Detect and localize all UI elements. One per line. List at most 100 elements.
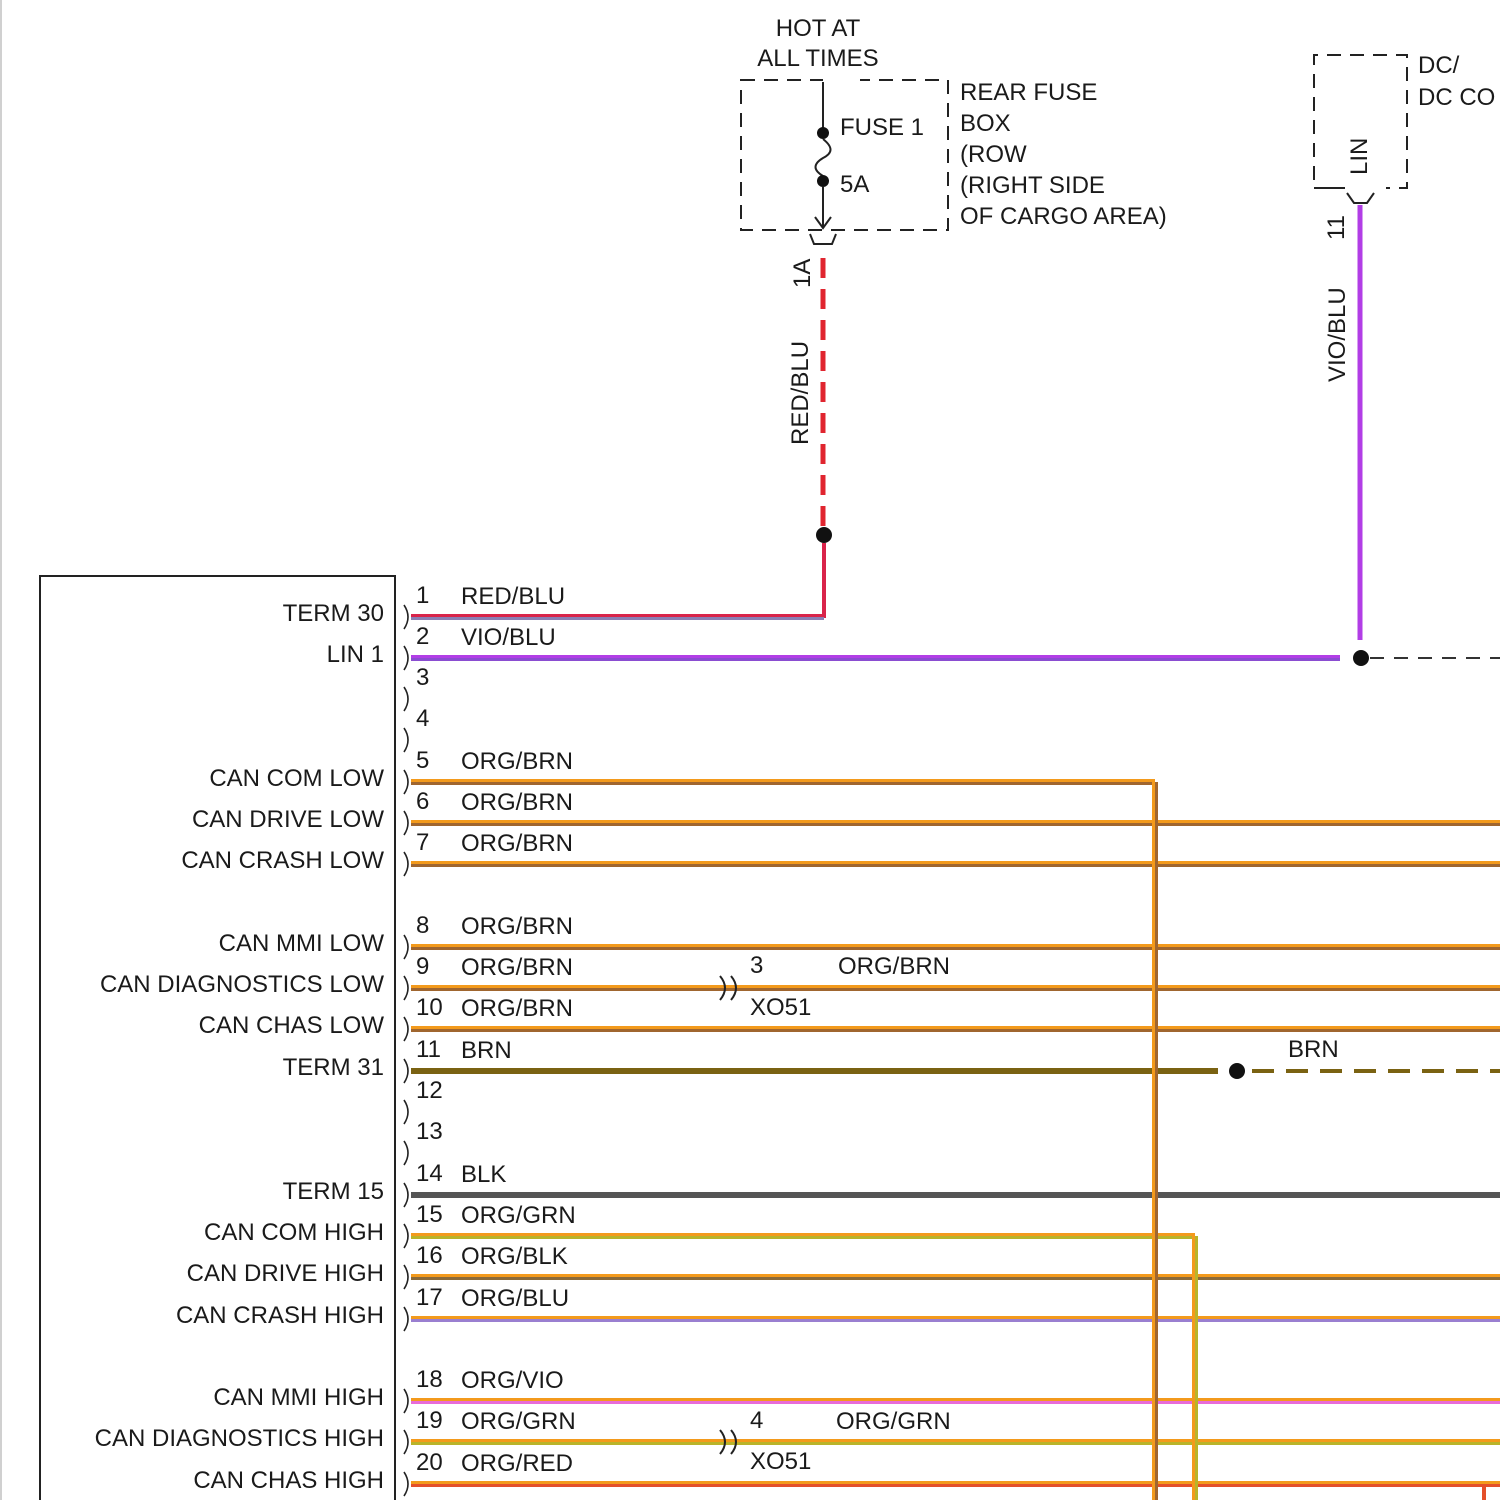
fuse-terminal-label: 1A: [789, 259, 816, 288]
pin-group: 1TERM 30RED/BLU2LIN 1VIO/BLU345CAN COM L…: [95, 582, 576, 1496]
pin-5-number: 5: [416, 747, 429, 774]
fuse-box-label-3: (ROW: [960, 141, 1027, 168]
dc-module-label-2: DC CO: [1418, 84, 1495, 111]
pin-14-wire-label: BLK: [461, 1161, 506, 1188]
pin-8-connector-icon: [404, 935, 408, 959]
pin-19-wire-label: ORG/GRN: [461, 1408, 576, 1435]
pin-2-connector-icon: [404, 646, 408, 670]
wire-group: [411, 543, 1500, 1500]
pin-20-number: 20: [416, 1449, 443, 1476]
pin-14-function-label: TERM 15: [283, 1178, 384, 1205]
pin-1-function-label: TERM 30: [283, 600, 384, 627]
fuse-box-outline: [741, 80, 948, 230]
pin-1-connector-icon: [404, 605, 408, 629]
pin-7-connector-icon: [404, 852, 408, 876]
fuse-name: FUSE 1: [840, 114, 924, 141]
pin-5-connector-icon: [404, 770, 408, 794]
fuse-connector-icon: [810, 234, 836, 244]
pin-7-wire-label: ORG/BRN: [461, 830, 573, 857]
pin-9-wire-label: ORG/BRN: [461, 954, 573, 981]
fuse-box-label-4: (RIGHT SIDE: [960, 172, 1105, 199]
dc-dc-module: DC/ DC CO LIN 11 VIO/BLU: [1314, 52, 1500, 666]
dc-lin-pin-label: LIN: [1346, 138, 1373, 175]
pin-11-function-label: TERM 31: [283, 1054, 384, 1081]
pin-8-function-label: CAN MMI LOW: [219, 930, 385, 957]
pin-19-function-label: CAN DIAGNOSTICS HIGH: [95, 1425, 384, 1452]
fuse-terminal-bottom: [817, 175, 829, 187]
pin-11-connector-icon: [404, 1059, 408, 1083]
ground-splice-wire-label: BRN: [1288, 1036, 1339, 1063]
pin-18-function-label: CAN MMI HIGH: [213, 1384, 384, 1411]
pin-9-connector-icon: [404, 976, 408, 1000]
pin-1-wire-label: RED/BLU: [461, 583, 565, 610]
pin-16-wire-label: ORG/BLK: [461, 1243, 568, 1270]
pin-6-function-label: CAN DRIVE LOW: [192, 806, 384, 833]
pin-10-connector-icon: [404, 1017, 408, 1041]
pin-7-function-label: CAN CRASH LOW: [181, 847, 384, 874]
pin-3-number: 3: [416, 664, 429, 691]
pin-17-wire-label: ORG/BLU: [461, 1285, 569, 1312]
xo51-low-name: XO51: [750, 994, 811, 1021]
pin-11-number: 11: [416, 1036, 441, 1063]
pin-6-wire-label: ORG/BRN: [461, 789, 573, 816]
pin-20-connector-icon: [404, 1472, 408, 1496]
pin-3-connector-icon: [404, 687, 408, 711]
pin-18-wire-label: ORG/VIO: [461, 1367, 564, 1394]
dc-wire-color-label: VIO/BLU: [1324, 287, 1351, 382]
pin-6-connector-icon: [404, 811, 408, 835]
dc-connector-icon: [1347, 193, 1374, 203]
pin-17-function-label: CAN CRASH HIGH: [176, 1302, 384, 1329]
pin-12-connector-icon: [404, 1100, 408, 1124]
lin-splice-dot: [1353, 650, 1369, 666]
pin-18-connector-icon: [404, 1389, 408, 1413]
ground-splice-dot: [1229, 1063, 1245, 1079]
fuse-wire-color-label: RED/BLU: [787, 341, 814, 445]
pin-15-number: 15: [416, 1201, 443, 1228]
pin-16-number: 16: [416, 1242, 443, 1269]
pin-1-number: 1: [416, 582, 429, 609]
pin-19-number: 19: [416, 1407, 443, 1434]
pin-14-number: 14: [416, 1160, 443, 1187]
pin-11-wire-label: BRN: [461, 1037, 512, 1064]
pin-17-number: 17: [416, 1284, 443, 1311]
fuse-box-label-2: BOX: [960, 110, 1011, 137]
pin-9-function-label: CAN DIAGNOSTICS LOW: [100, 971, 384, 998]
pin-18-number: 18: [416, 1366, 443, 1393]
pin-8-wire-label: ORG/BRN: [461, 913, 573, 940]
pin-2-function-label: LIN 1: [327, 641, 384, 668]
pin-2-number: 2: [416, 623, 429, 650]
fuse-box-label-1: REAR FUSE: [960, 79, 1097, 106]
rear-fuse-box: HOT AT ALL TIMES FUSE 1 5A REAR FUSE BOX…: [741, 15, 1167, 618]
pin-20-function-label: CAN CHAS HIGH: [193, 1467, 384, 1494]
pin-15-function-label: CAN COM HIGH: [204, 1219, 384, 1246]
pin-6-number: 6: [416, 788, 429, 815]
pin-4-connector-icon: [404, 728, 408, 752]
dc-module-label-1: DC/: [1418, 52, 1460, 79]
xo51-low-pin: 3: [750, 952, 763, 979]
pin-5-wire-label: ORG/BRN: [461, 748, 573, 775]
pin-16-function-label: CAN DRIVE HIGH: [187, 1260, 384, 1287]
pin-10-wire-label: ORG/BRN: [461, 995, 573, 1022]
fuse-box-label-5: OF CARGO AREA): [960, 203, 1167, 230]
pin-20-wire-label: ORG/RED: [461, 1450, 573, 1477]
pin-10-number: 10: [416, 994, 443, 1021]
pin-10-function-label: CAN CHAS LOW: [199, 1012, 385, 1039]
hot-at-all-times-line2: ALL TIMES: [757, 45, 878, 72]
pin-19-connector-icon: [404, 1430, 408, 1454]
fuse-rating: 5A: [840, 171, 869, 198]
pin-2-wire-label: VIO/BLU: [461, 624, 556, 651]
pin-14-connector-icon: [404, 1183, 408, 1207]
pin-7-number: 7: [416, 829, 429, 856]
fuse-wire-splice-dot: [816, 527, 832, 543]
pin-13-number: 13: [416, 1118, 443, 1145]
pin-12-number: 12: [416, 1077, 443, 1104]
pin-15-connector-icon: [404, 1224, 408, 1248]
xo51-high-pin: 4: [750, 1407, 763, 1434]
pin-9-number: 9: [416, 953, 429, 980]
pin-8-number: 8: [416, 912, 429, 939]
xo51-high-wire: ORG/GRN: [836, 1408, 951, 1435]
pin-4-number: 4: [416, 705, 429, 732]
fuse-element-icon: [816, 139, 831, 176]
pin-16-connector-icon: [404, 1265, 408, 1289]
